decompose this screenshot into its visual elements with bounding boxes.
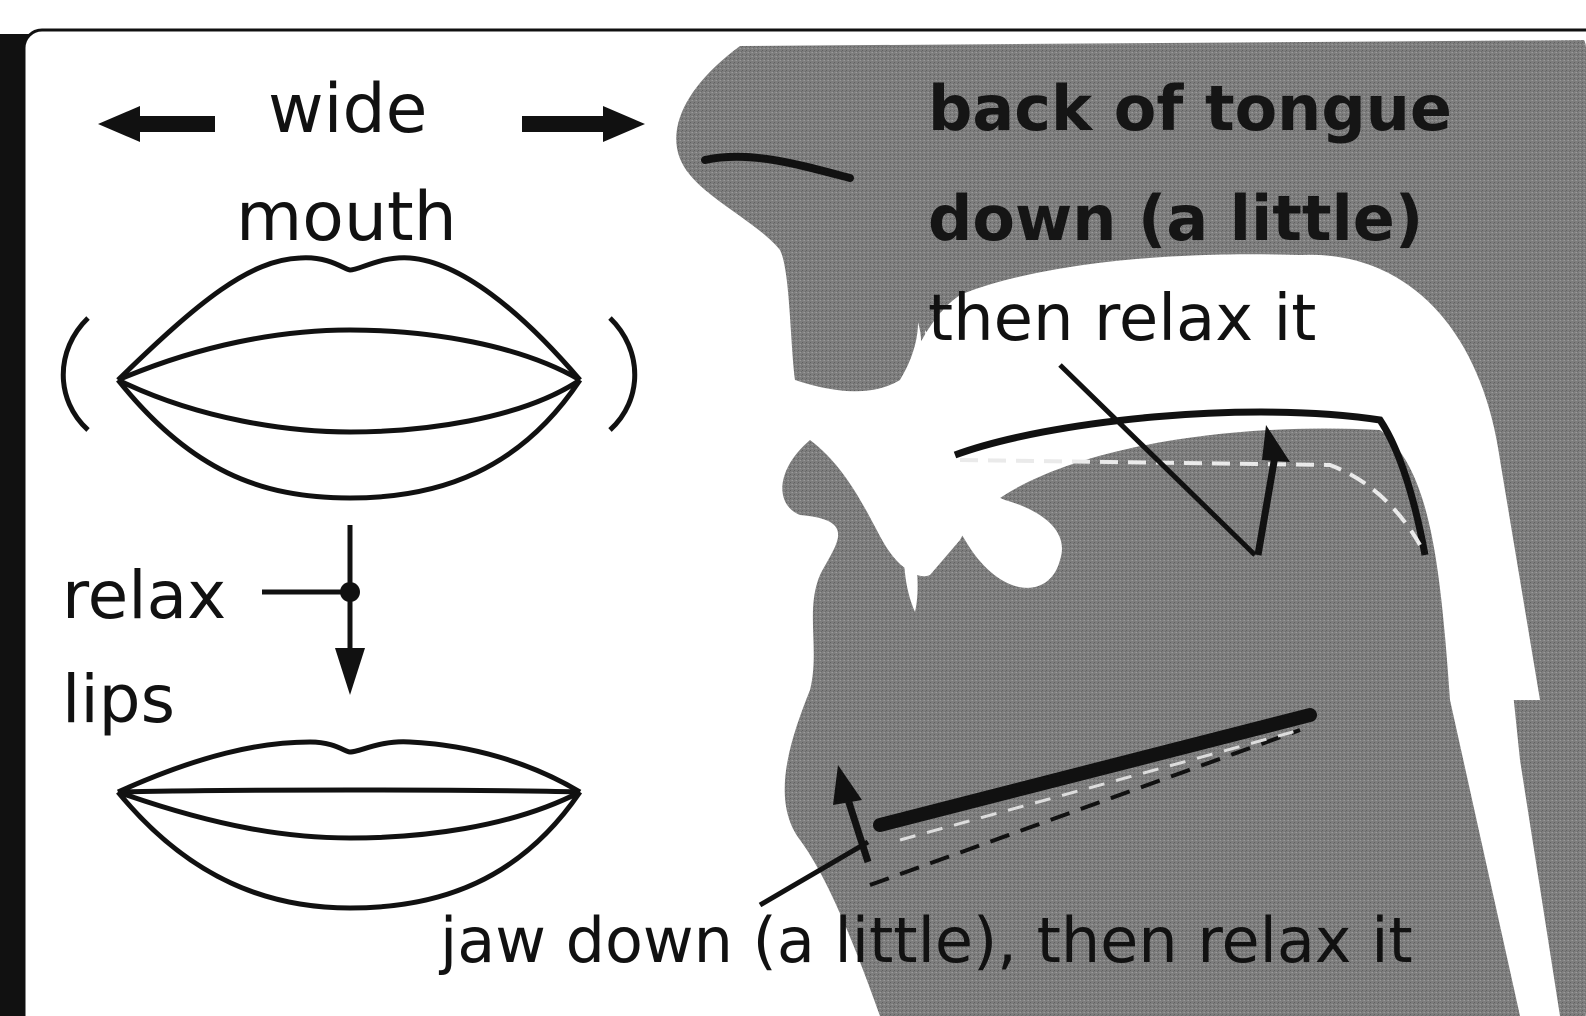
label-tongue-line1: back of tongue bbox=[928, 72, 1452, 145]
label-mouth: mouth bbox=[236, 178, 457, 257]
label-wide: wide bbox=[268, 70, 428, 149]
label-tongue-line3: then relax it bbox=[928, 282, 1316, 356]
label-tongue-line2: down (a little) bbox=[928, 182, 1423, 255]
label-jaw: jaw down (a little), then relax it bbox=[438, 904, 1413, 977]
label-lips: lips bbox=[62, 661, 175, 738]
label-relax: relax bbox=[62, 557, 226, 634]
